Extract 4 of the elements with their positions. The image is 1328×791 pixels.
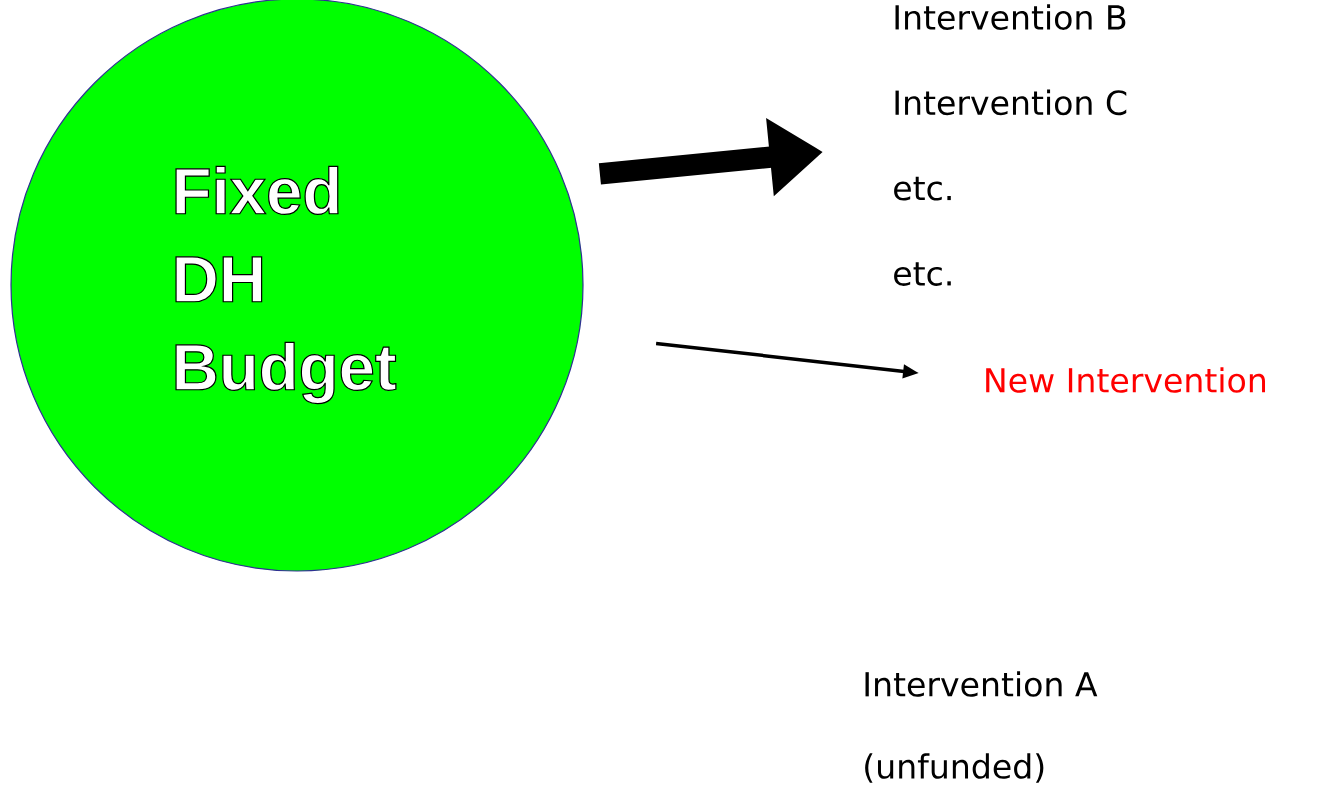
text-list: Intervention B Intervention C etc. etc.	[894, 4, 1127, 286]
intervention-text: New Intervention	[986, 367, 1265, 393]
note-text: Intervention A	[865, 671, 1098, 697]
note-text: (unfunded)	[865, 753, 1044, 783]
